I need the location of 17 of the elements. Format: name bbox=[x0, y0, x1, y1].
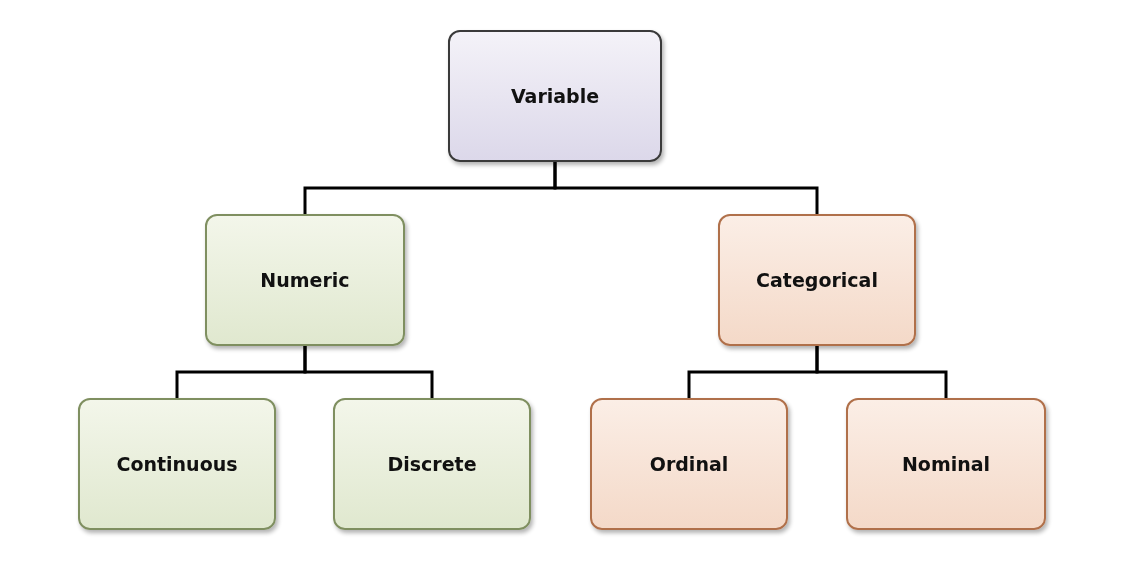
node-label: Discrete bbox=[387, 453, 477, 475]
category-box bbox=[333, 398, 531, 530]
category-box bbox=[78, 398, 276, 530]
node-label: Continuous bbox=[116, 453, 238, 475]
node-label: Categorical bbox=[756, 269, 878, 291]
category-box bbox=[448, 30, 662, 162]
category-box bbox=[205, 214, 405, 346]
node-label: Nominal bbox=[901, 453, 991, 475]
node-label: Ordinal bbox=[649, 453, 729, 475]
connector-line bbox=[553, 162, 819, 214]
connector-line bbox=[303, 346, 434, 398]
category-box bbox=[590, 398, 788, 530]
connector-line bbox=[815, 346, 948, 398]
category-box bbox=[846, 398, 1046, 530]
node-label: Variable bbox=[510, 85, 600, 107]
category-box bbox=[718, 214, 916, 346]
node-label: Numeric bbox=[260, 269, 350, 291]
